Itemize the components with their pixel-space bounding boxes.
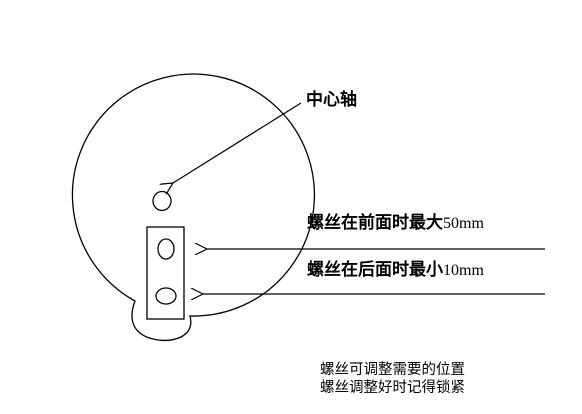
adjust-note-line2: 螺丝调整好时记得锁紧 (320, 380, 465, 396)
min-label-text: 螺丝在后面时最小 (307, 260, 443, 280)
center-axis-hole (152, 190, 172, 212)
min-label: 螺丝在后面时最小10mm (307, 262, 484, 279)
center-axis-arrow (173, 102, 302, 183)
screw-hole-back (155, 287, 177, 305)
center-axis-label: 中心轴 (306, 90, 357, 110)
min-label-value: 10mm (443, 262, 484, 279)
max-label-value: 50mm (443, 215, 484, 232)
max-label: 螺丝在前面时最大50mm (307, 215, 484, 232)
max-label-text: 螺丝在前面时最大 (307, 213, 443, 233)
disc-outline (71, 73, 316, 342)
adjust-note-line1: 螺丝可调整需要的位置 (320, 362, 465, 378)
screw-hole-front (157, 238, 175, 260)
